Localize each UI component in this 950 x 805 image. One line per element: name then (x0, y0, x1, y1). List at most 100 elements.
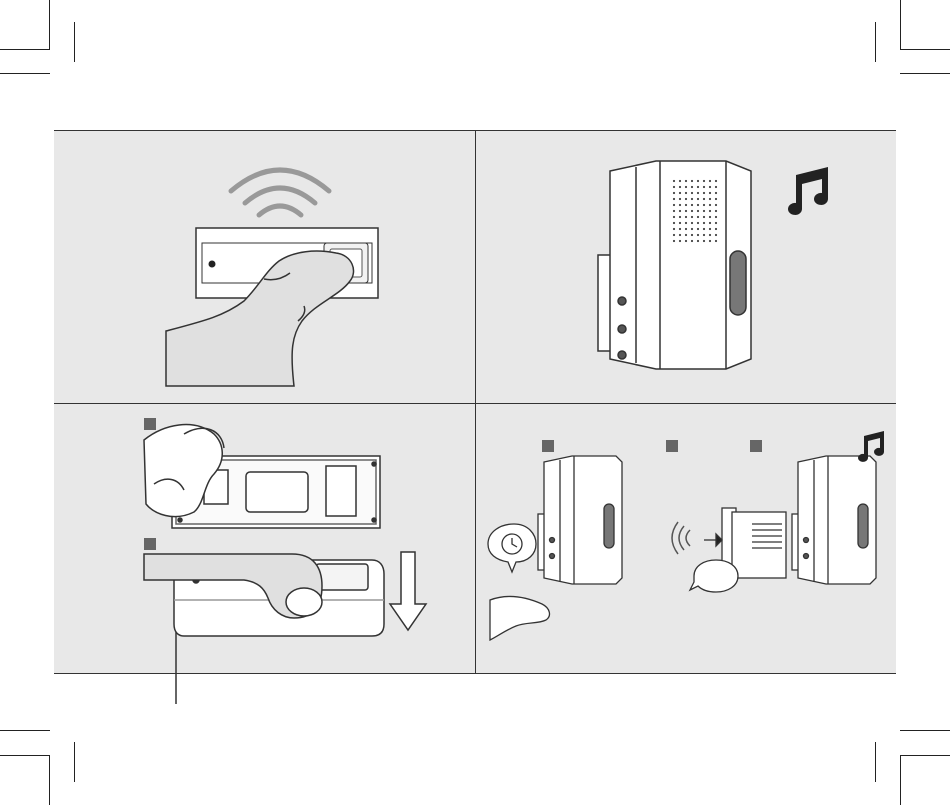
speaker-hole (685, 192, 687, 194)
chime-receiver-icon (538, 456, 622, 584)
speaker-hole (709, 222, 711, 224)
crop-mark (0, 49, 50, 50)
speaker-hole (685, 204, 687, 206)
speaker-hole (673, 186, 675, 188)
speaker-hole (703, 204, 705, 206)
speaker-hole (703, 228, 705, 230)
speaker-hole (691, 186, 693, 188)
speaker-hole (685, 228, 687, 230)
speaker-hole (697, 222, 699, 224)
speaker-hole (703, 186, 705, 188)
crop-mark (49, 755, 50, 805)
speaker-hole (715, 222, 717, 224)
speaker-hole (709, 186, 711, 188)
speaker-hole (715, 234, 717, 236)
speaker-hole (691, 192, 693, 194)
crop-mark (900, 49, 950, 50)
speaker-hole (703, 222, 705, 224)
speaker-hole (697, 192, 699, 194)
clock-bubble-icon (488, 524, 536, 572)
speaker-hole (709, 210, 711, 212)
speaker-hole (673, 234, 675, 236)
speaker-hole (691, 234, 693, 236)
speaker-hole (685, 186, 687, 188)
speaker-hole (697, 186, 699, 188)
music-note-icon (788, 167, 828, 215)
speaker-hole (679, 228, 681, 230)
panel-pairing (476, 404, 896, 673)
speaker-hole (679, 186, 681, 188)
speaker-hole (715, 228, 717, 230)
speaker-hole (673, 204, 675, 206)
speaker-hole (673, 222, 675, 224)
crop-mark (900, 73, 950, 74)
speaker-hole (697, 180, 699, 182)
speaker-hole (691, 198, 693, 200)
speaker-hole (673, 240, 675, 242)
speaker-hole (679, 234, 681, 236)
speaker-hole (691, 204, 693, 206)
speaker-hole (697, 210, 699, 212)
speaker-hole (691, 210, 693, 212)
speaker-hole (691, 180, 693, 182)
speaker-hole (673, 198, 675, 200)
speaker-hole (679, 222, 681, 224)
speaker-hole (673, 192, 675, 194)
speaker-hole (703, 234, 705, 236)
speaker-hole (697, 234, 699, 236)
crop-mark (74, 22, 75, 62)
speaker-hole (685, 198, 687, 200)
press-button-illustration (54, 131, 475, 403)
speaker-hole (715, 210, 717, 212)
speaker-hole (691, 222, 693, 224)
speaker-hole (697, 240, 699, 242)
speaker-hole (703, 192, 705, 194)
speaker-hole (703, 216, 705, 218)
panel-open-button-cover (54, 404, 475, 673)
speaker-hole (697, 198, 699, 200)
signal-waves-icon (231, 170, 329, 215)
down-arrow-icon (390, 552, 426, 630)
speaker-hole (685, 180, 687, 182)
speaker-hole (703, 240, 705, 242)
crop-mark (900, 755, 901, 805)
speaker-hole (673, 216, 675, 218)
speaker-hole (691, 216, 693, 218)
speaker-hole (703, 180, 705, 182)
speaker-hole (715, 204, 717, 206)
speaker-hole (709, 228, 711, 230)
speaker-hole (685, 240, 687, 242)
speaker-hole (709, 240, 711, 242)
speaker-hole (715, 198, 717, 200)
speaker-hole (709, 180, 711, 182)
speaker-hole (715, 216, 717, 218)
speaker-hole (709, 234, 711, 236)
speaker-hole (673, 180, 675, 182)
crop-mark (74, 742, 75, 782)
speaker-hole (685, 234, 687, 236)
speaker-hole (673, 210, 675, 212)
speaker-hole (715, 192, 717, 194)
speaker-hole (697, 204, 699, 206)
crop-mark (875, 22, 876, 62)
speaker-hole (673, 228, 675, 230)
speaker-hole (709, 216, 711, 218)
open-cover-illustration (54, 404, 475, 673)
speaker-hole (679, 240, 681, 242)
speaker-hole (679, 180, 681, 182)
speaker-hole (697, 216, 699, 218)
chime-rings-illustration (476, 131, 896, 403)
speaker-hole (679, 204, 681, 206)
speaker-hole (679, 192, 681, 194)
crop-mark (900, 755, 950, 756)
crop-mark (0, 755, 50, 756)
speaker-hole (703, 210, 705, 212)
speaker-hole (679, 216, 681, 218)
crop-mark (900, 0, 901, 50)
speaker-hole (715, 240, 717, 242)
speaker-hole (685, 210, 687, 212)
panel-press-button (54, 131, 475, 403)
speaker-hole (691, 240, 693, 242)
pairing-illustration (476, 404, 896, 673)
speaker-hole (715, 180, 717, 182)
